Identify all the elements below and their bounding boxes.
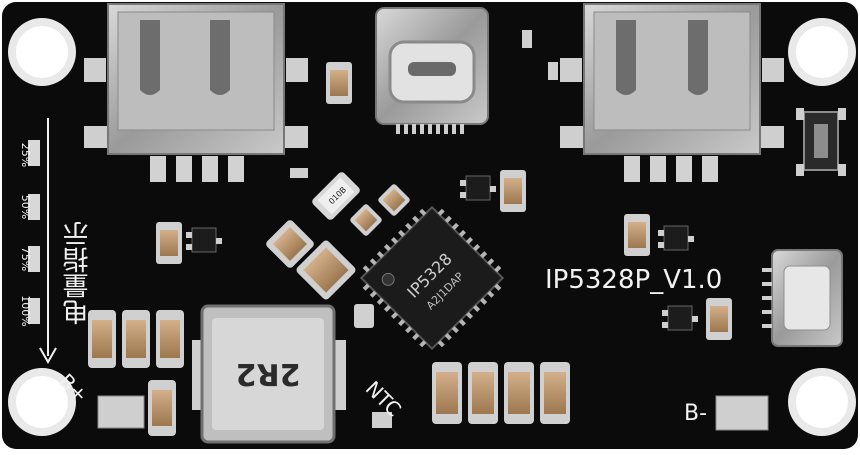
board-model-label: IP5328P_V1.0 (545, 265, 722, 295)
sot23-transistors (186, 175, 698, 331)
indicator-title: 电量指示 (63, 221, 93, 325)
usb-a-port-left (84, 3, 308, 182)
indicator-marks: 25% 50% 75% 100% (19, 143, 32, 327)
mounting-holes (8, 18, 856, 436)
power-inductor: 2R2 (192, 304, 346, 444)
capacitor-bank-bottom (432, 362, 570, 424)
inductor-marking: 2R2 (236, 356, 301, 391)
battery-pad-negative (715, 395, 769, 431)
micro-usb-port (762, 249, 843, 347)
indicator-mark-100: 100% (19, 295, 32, 326)
tactile-switch (796, 108, 846, 176)
main-ic: IP5328 A2J1DAP (359, 205, 505, 351)
indicator-mark-50: 50% (19, 195, 32, 219)
indicator-mark-75: 75% (19, 247, 32, 271)
indicator-mark-25: 25% (19, 143, 32, 167)
usb-a-port-right (560, 3, 784, 182)
led-indicator-strip (28, 118, 57, 365)
small-components (156, 30, 732, 428)
battery-negative-label: B- (684, 401, 707, 426)
battery-pad-positive (97, 395, 145, 429)
capacitor-bank-left (88, 310, 184, 436)
usb-c-port (375, 7, 489, 134)
capacitor-group-diagonal: 010B (266, 172, 410, 300)
